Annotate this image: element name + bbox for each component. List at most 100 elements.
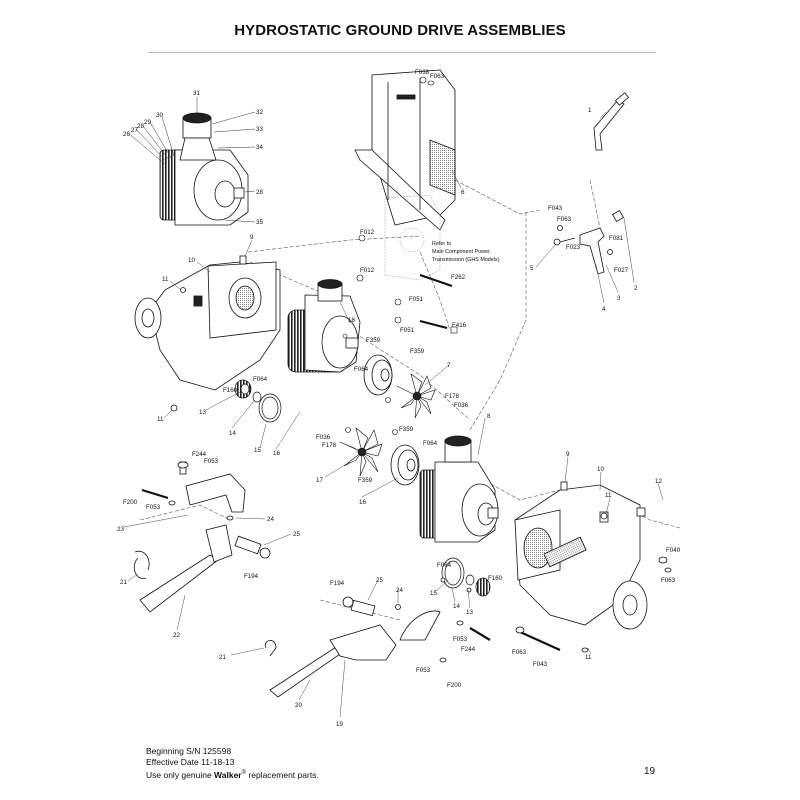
mounting-bracket: [354, 69, 456, 231]
callout-8: 8: [487, 413, 491, 420]
callout-F160a: F160: [223, 387, 238, 394]
callout-7: 7: [447, 362, 451, 369]
callout-F160b: F160: [488, 575, 503, 582]
callout-29: 29: [144, 119, 151, 126]
callout-1: 1: [588, 107, 592, 114]
callout-F053d: F053: [416, 667, 431, 674]
callout-34: 34: [256, 144, 263, 151]
title-rule: [148, 52, 656, 53]
pulley-lower: [390, 444, 420, 486]
callout-15b: 15: [430, 590, 437, 597]
callout-F043a: F043: [548, 205, 563, 212]
callout-F012b: F012: [360, 267, 375, 274]
footer-serial: Beginning S/N 125598: [146, 746, 232, 756]
callout-21a: 21: [219, 654, 226, 661]
reference-note-line-3: Transmission (GHS Models): [432, 257, 500, 263]
callout-F359b: F359: [410, 348, 425, 355]
callout-F359c: F359: [399, 426, 414, 433]
callout-22: 22: [173, 632, 180, 639]
callout-13b: 13: [466, 609, 473, 616]
callout-33: 33: [256, 126, 263, 133]
callout-11b: 11: [157, 416, 164, 423]
callout-F200b: F200: [447, 682, 462, 689]
callout-10a: 10: [188, 257, 195, 264]
callout-F178a: F178: [445, 393, 460, 400]
callout-labels: 1 2 3 4 5 6 7 8 9 9 10 10 11 11 11 11 12…: [117, 69, 681, 728]
control-linkage: [553, 92, 630, 275]
callout-F194b: F194: [330, 580, 345, 587]
callout-12: 12: [655, 478, 662, 485]
callout-14a: 14: [229, 430, 236, 437]
page-title: HYDROSTATIC GROUND DRIVE ASSEMBLIES: [234, 22, 566, 39]
gear-and-rings-left: [234, 379, 282, 423]
gear-and-rings-right: [441, 557, 491, 597]
callout-20: 20: [295, 702, 302, 709]
reference-note-line-1: Refer to: [432, 241, 451, 247]
callout-F053b: F053: [146, 504, 161, 511]
callout-32: 32: [256, 109, 263, 116]
control-arm-linkage-center: [264, 512, 672, 698]
callout-F040: F040: [666, 547, 681, 554]
reference-note-line-2: Main Component Power: [432, 249, 490, 255]
callout-F064c: F064: [423, 440, 438, 447]
callout-F051b: F051: [400, 327, 415, 334]
callout-5: 5: [530, 265, 534, 272]
callout-14b: 14: [453, 603, 460, 610]
callout-F063b: F063: [557, 216, 572, 223]
callout-F063c: F063: [661, 577, 676, 584]
callout-30: 30: [156, 112, 163, 119]
gear-housing-right: [514, 481, 648, 630]
pump-leaders-top-left: [127, 97, 256, 223]
footer-registered-mark: ®: [241, 770, 247, 776]
footer-brand: Walker: [214, 769, 242, 780]
callout-6: 6: [461, 189, 465, 196]
callout-27: 27: [131, 127, 138, 134]
callout-26: 26: [123, 131, 130, 138]
callout-3: 3: [617, 295, 621, 302]
callout-25b: 25: [376, 577, 383, 584]
callout-F036b: F036: [316, 434, 331, 441]
callout-9b: 9: [566, 451, 570, 458]
callout-F244a: F244: [192, 451, 207, 458]
callout-F036a: F036: [454, 402, 469, 409]
callout-F194a: F194: [244, 573, 259, 580]
callout-F081: F081: [609, 235, 624, 242]
callout-2: 2: [634, 285, 638, 292]
callout-16a: 16: [273, 450, 280, 457]
callout-leaders: [123, 111, 664, 718]
callout-11d: 11: [585, 654, 592, 661]
callout-F023: F023: [566, 244, 581, 251]
callout-F200a: F200: [123, 499, 138, 506]
callout-11a: 11: [162, 276, 169, 283]
control-arm-linkage-left: [133, 461, 271, 613]
gear-housing-left: [134, 255, 281, 412]
callout-F043b: F043: [533, 661, 548, 668]
callout-23: 23: [117, 526, 124, 533]
callout-31: 31: [193, 90, 200, 97]
bracket-hardware: [419, 76, 435, 86]
callout-F063a: F063: [430, 73, 445, 80]
callout-F012a: F012: [360, 229, 375, 236]
callout-F053c: F053: [453, 636, 468, 643]
callout-F027: F027: [614, 267, 629, 274]
footer-genuine-parts: Use only genuine Walker® replacement par…: [146, 768, 319, 780]
callout-11c: 11: [605, 492, 612, 499]
footer-genuine-suffix: replacement parts.: [246, 769, 319, 780]
callout-F244b: F244: [461, 646, 476, 653]
fan-lower: [339, 427, 383, 477]
callout-F051a: F051: [409, 296, 424, 303]
callout-19: 19: [336, 721, 343, 728]
callout-F053a: F053: [204, 458, 219, 465]
callout-17: 17: [316, 477, 323, 484]
callout-F416: F416: [452, 322, 467, 329]
callout-9a: 9: [250, 234, 254, 241]
callout-F359d: F359: [358, 477, 373, 484]
assembly-dash-lines: [139, 179, 681, 621]
callout-F064d: F064: [437, 562, 452, 569]
callout-21b: 21: [120, 579, 127, 586]
callout-18: 18: [348, 317, 355, 324]
callout-24a: 24: [267, 516, 274, 523]
pump-assembly-top-left: [159, 112, 249, 226]
callout-F064a: F064: [354, 366, 369, 373]
